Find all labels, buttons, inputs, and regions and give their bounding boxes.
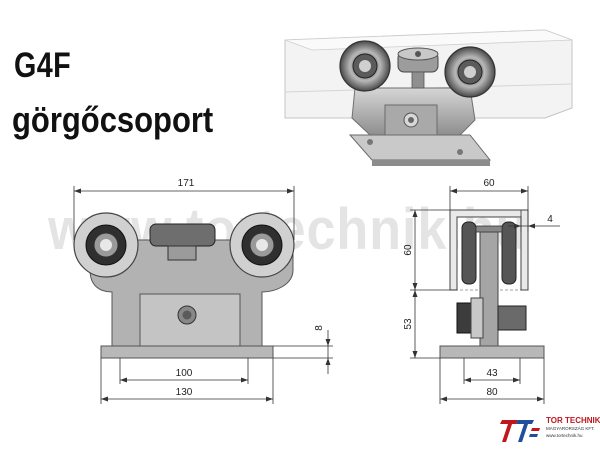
center-roller-render — [397, 47, 439, 89]
dim-side-base-holes-label: 43 — [486, 368, 498, 379]
wheel-right-render — [444, 46, 496, 98]
front-base-plate — [100, 345, 274, 359]
dim-side-height-lower — [410, 290, 440, 359]
dim-side-width — [449, 186, 529, 210]
dim-front-base-holes-label: 100 — [176, 368, 193, 379]
dim-side-rail-thickness-label: 4 — [547, 214, 553, 225]
dim-front-plate-thickness — [273, 330, 333, 374]
front-wheel-right — [229, 212, 295, 278]
dim-front-base-holes — [119, 358, 249, 384]
dim-side-rail-thickness — [508, 210, 560, 232]
front-wheel-left — [73, 212, 139, 278]
dim-side-height-upper-label: 60 — [403, 244, 414, 256]
dim-side-base-width — [439, 358, 545, 404]
dim-side-base-holes — [463, 358, 521, 384]
bracket-render — [348, 87, 492, 166]
side-view: 60 4 60 — [403, 178, 560, 404]
dim-side-base-width-label: 80 — [486, 387, 498, 398]
dim-front-width — [73, 186, 295, 240]
front-center-roller — [149, 223, 216, 247]
logo-url[interactable]: www.tortechnik.hu — [546, 433, 583, 438]
dim-side-width-label: 60 — [483, 178, 495, 189]
logo-mark-icon — [500, 420, 540, 442]
product-subtitle: görgőcsoport — [12, 99, 214, 140]
dim-side-height-upper — [410, 209, 457, 291]
logo-name: TOR TECHNIK — [546, 416, 600, 425]
front-view: 171 100 130 — [73, 178, 333, 404]
side-wheel-left — [461, 221, 477, 285]
dim-front-base-width-label: 130 — [176, 387, 193, 398]
dim-front-width-label: 171 — [178, 178, 195, 189]
dim-front-plate-thickness-label: 8 — [314, 325, 325, 331]
product-title: G4F — [14, 46, 72, 85]
wheel-left-render — [339, 40, 391, 92]
side-base-plate — [439, 345, 545, 359]
dim-front-base-width — [100, 358, 274, 404]
logo-subtitle: MAGYARORSZÁG KFT. — [546, 426, 595, 431]
dim-side-height-lower-label: 53 — [403, 318, 414, 330]
tortechnik-logo — [500, 420, 540, 442]
side-wheel-right — [501, 221, 517, 285]
